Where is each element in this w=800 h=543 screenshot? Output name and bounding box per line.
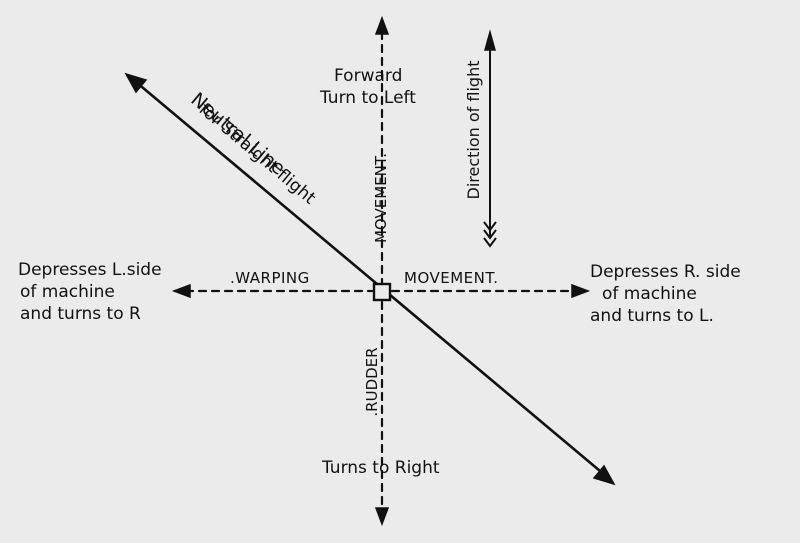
label-direction-of-flight: Direction of flight	[464, 60, 483, 200]
arrow-down-head	[374, 507, 390, 527]
neutral-line	[134, 80, 608, 478]
label-turn-to-left: Turn to Left	[320, 88, 416, 108]
label-right-line1: Depresses R. side	[590, 262, 741, 282]
neutral-arrow-head-bottom	[592, 464, 616, 486]
label-forward: Forward	[334, 66, 403, 86]
arrow-up-head	[374, 15, 390, 35]
arrow-right-head	[571, 283, 591, 299]
label-left-line2: of machine	[20, 282, 115, 302]
label-turns-to-right: Turns to Right	[322, 458, 440, 478]
neutral-arrow-head-top	[124, 72, 148, 94]
direction-arrow-head	[484, 29, 496, 51]
label-right-line2: of machine	[602, 284, 697, 304]
label-left-line1: Depresses L.side	[18, 260, 162, 280]
label-right-line3: and turns to L.	[590, 306, 714, 326]
label-left-line3: and turns to R	[20, 304, 141, 324]
label-warping: .WARPING	[230, 269, 310, 287]
center-square	[372, 282, 392, 302]
arrow-left-head	[171, 283, 191, 299]
label-rudder: .RUDDER	[363, 347, 381, 417]
direction-arrow-fletching	[483, 221, 497, 248]
label-movement-horizontal: MOVEMENT.	[404, 269, 499, 287]
label-movement-vertical: MOVEMENT.	[372, 153, 390, 244]
